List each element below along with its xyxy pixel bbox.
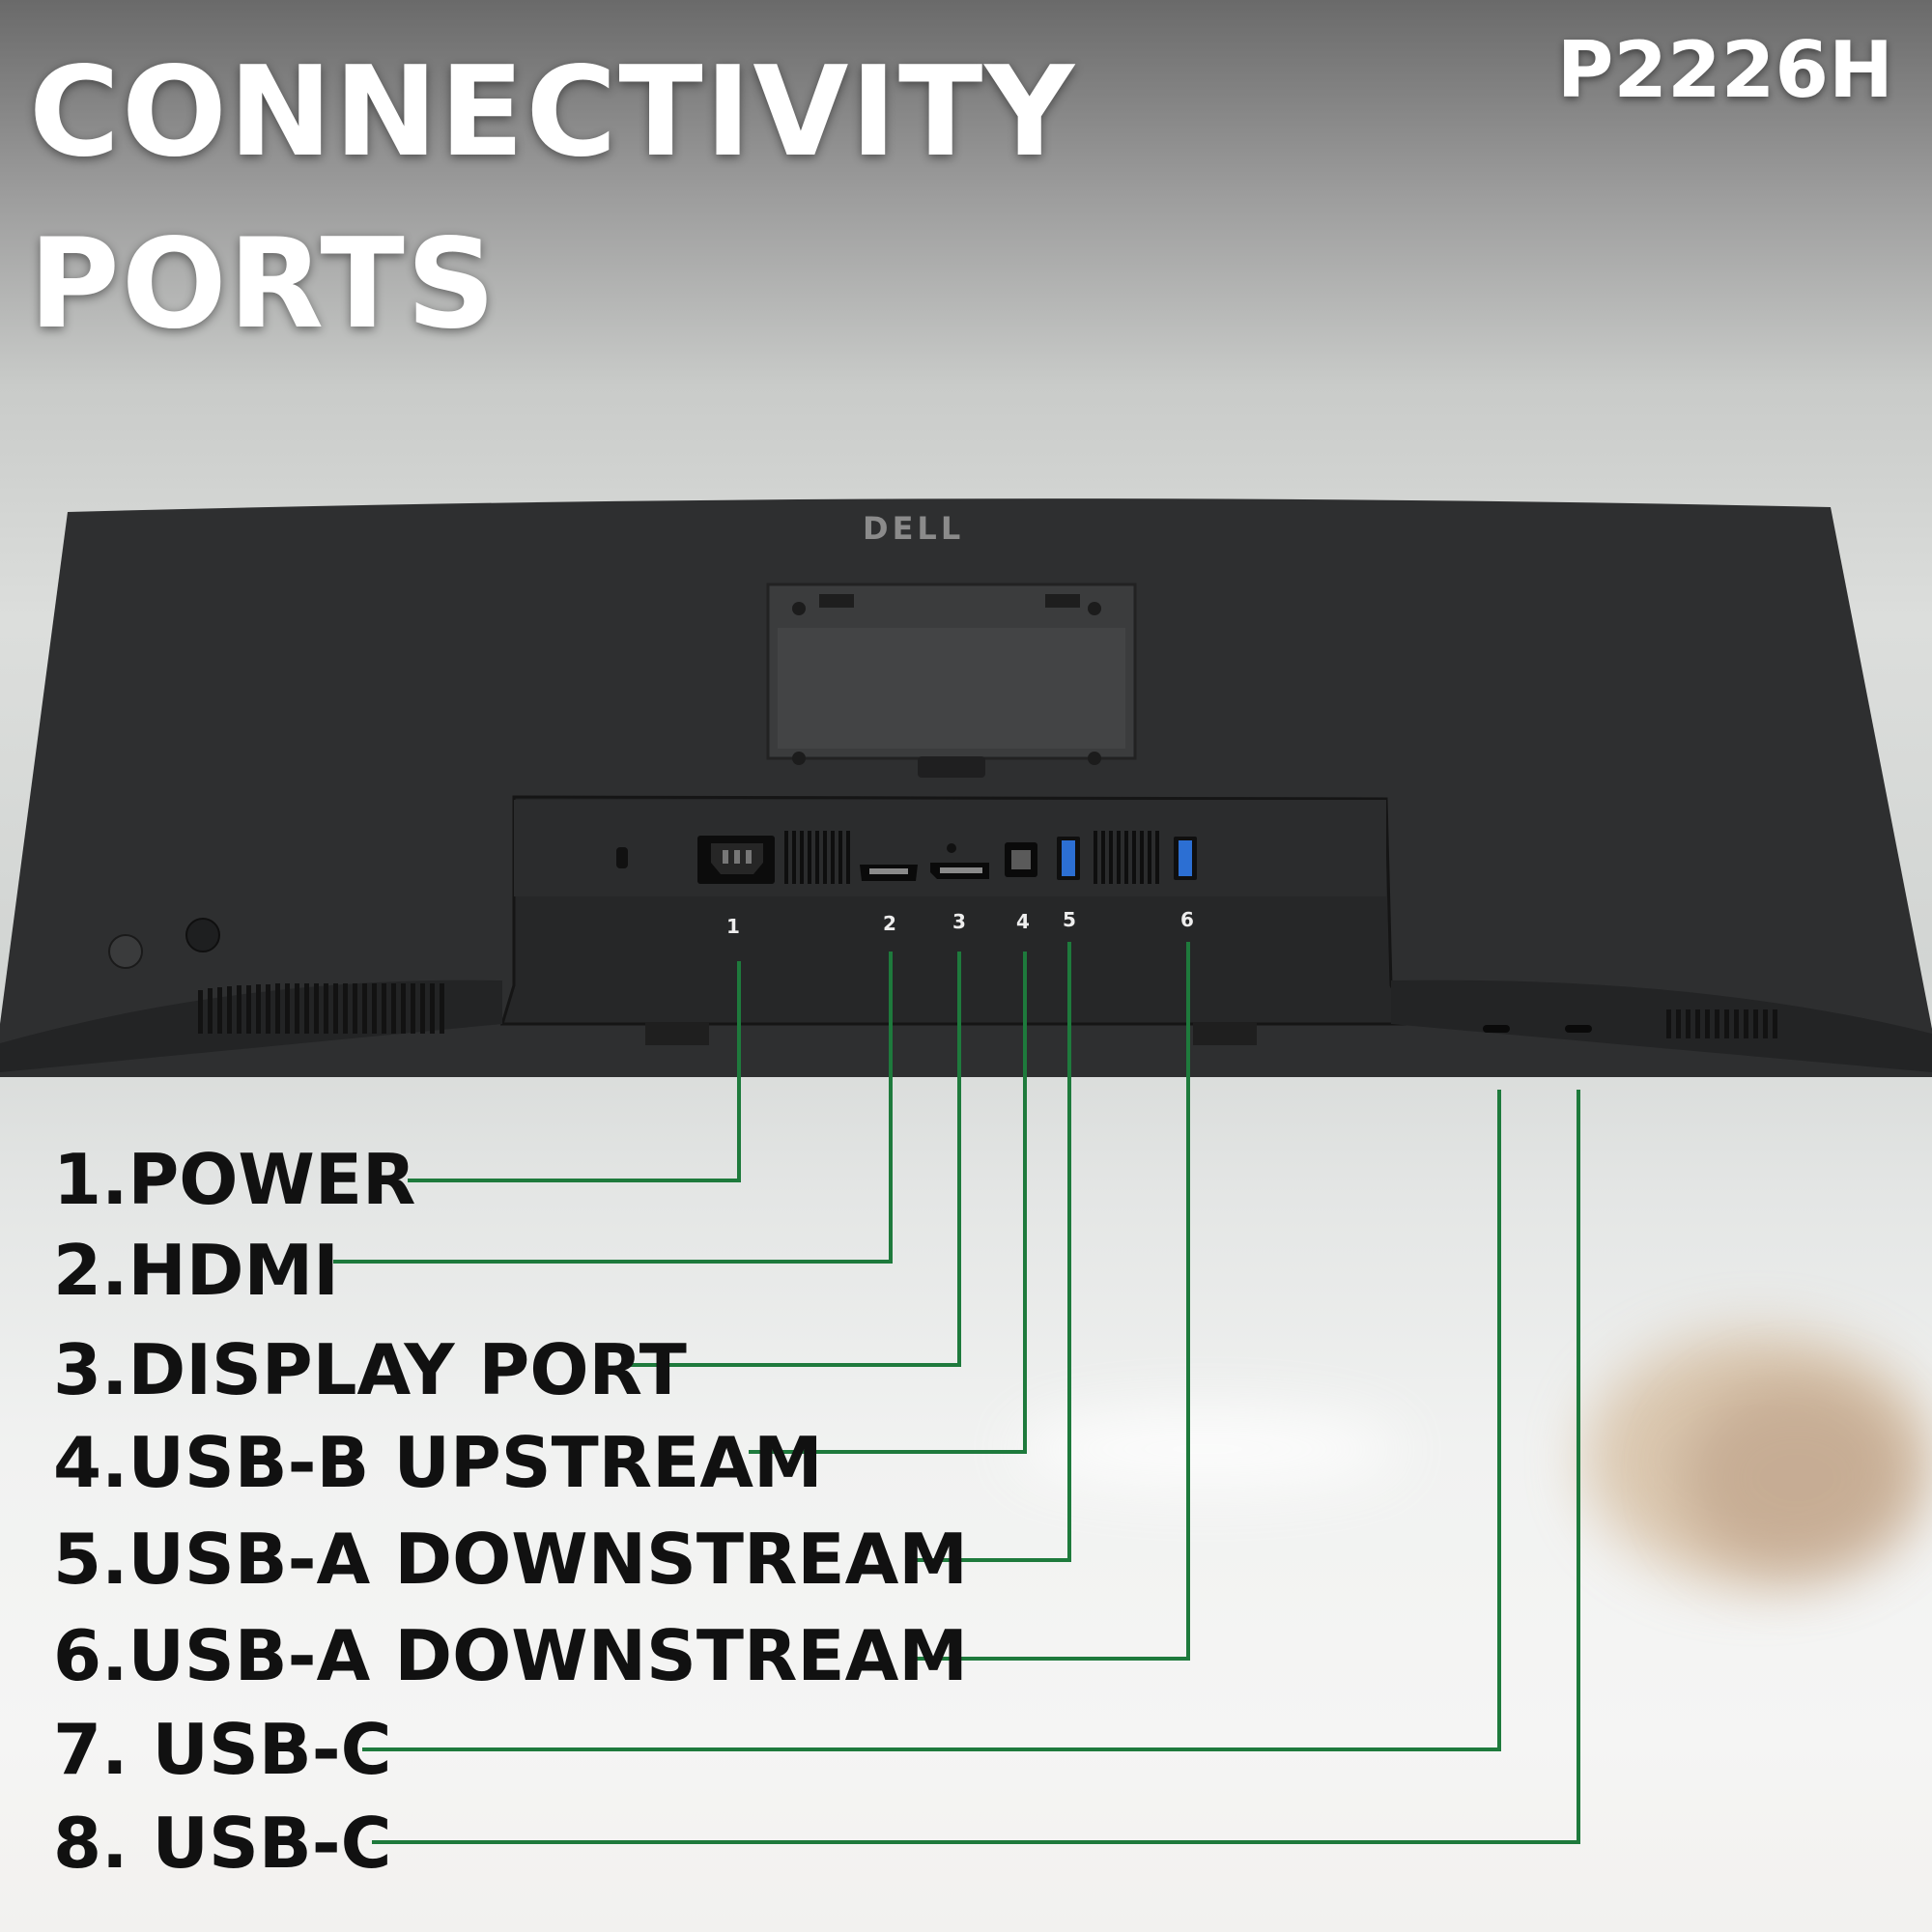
page-title: CONNECTIVITY PORTS [29,27,1076,371]
port-label-usb-c-8: 8. USB-C [53,1803,392,1884]
release-button [918,756,985,778]
hdmi-port [860,865,918,881]
leader-line-5 [913,942,1071,1562]
leader-line-3 [628,952,961,1367]
background-blur [1681,1381,1913,1575]
leader-line-1 [408,961,741,1182]
brand-logo: DELL [863,510,965,547]
port-number-1: 1 [726,915,740,938]
leader-line-6 [913,942,1190,1661]
background-blur [1014,1410,1401,1488]
menu-button [108,934,143,969]
leader-line-4 [749,952,1027,1454]
port-label-power: 1.POWER [53,1139,416,1220]
vent-left [198,983,444,1034]
vent-right [1666,1009,1777,1038]
power-button [185,918,220,952]
port-number-2: 2 [883,912,896,935]
usb-b-port [1005,842,1037,877]
leader-line-7 [362,1090,1501,1751]
displayport-port [930,863,989,879]
vent-panel-1 [784,831,850,884]
leader-lines [333,942,1580,1844]
security-slot [616,847,628,868]
power-port [697,836,775,884]
leader-line-8 [372,1090,1580,1844]
vent-panel-2 [1094,831,1159,884]
port-number-5: 5 [1063,908,1076,931]
port-number-3: 3 [952,910,966,933]
port-label-hdmi: 2.HDMI [53,1230,339,1311]
monitor-back [0,498,1932,1077]
title-line-1: CONNECTIVITY [29,41,1076,185]
stand-mount-inner [778,628,1125,749]
usb-a-port-5 [1057,837,1080,880]
usb-c-port-8 [1565,1025,1592,1033]
port-label-displayport: 3.DISPLAY PORT [53,1329,687,1410]
port-label-usb-a-downstream-6: 6.USB-A DOWNSTREAM [53,1615,968,1696]
port-number-4: 4 [1016,910,1030,933]
port-number-6: 6 [1180,908,1194,931]
usb-c-port-7 [1483,1025,1510,1033]
model-name: P2226H [1556,25,1893,115]
leader-line-2 [333,952,893,1264]
port-label-usb-b-upstream: 4.USB-B UPSTREAM [53,1422,823,1503]
port-label-usb-a-downstream-5: 5.USB-A DOWNSTREAM [53,1519,968,1600]
port-label-usb-c-7: 7. USB-C [53,1709,392,1790]
title-line-2: PORTS [29,213,497,356]
usb-a-port-6 [1174,837,1197,880]
